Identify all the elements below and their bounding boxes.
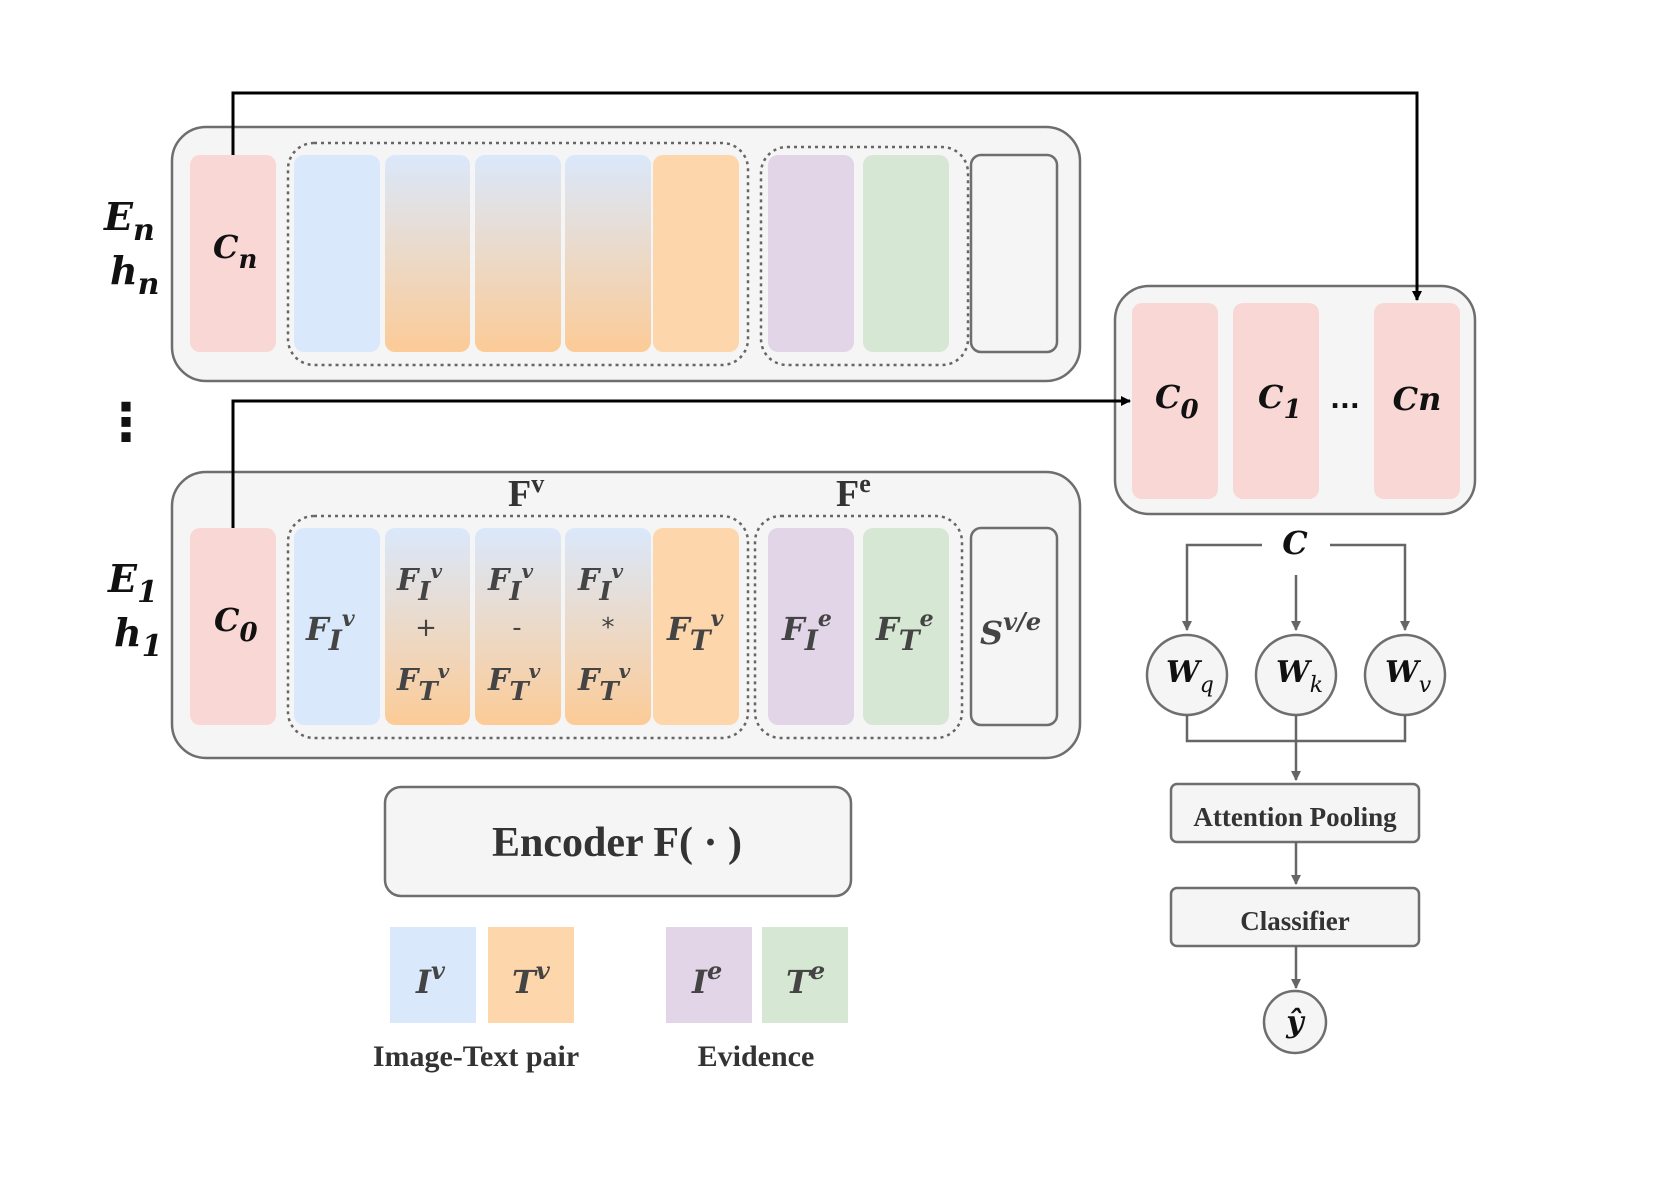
encoder-box [383, 785, 853, 898]
prod-op: * [602, 613, 615, 643]
top-layer: Cn [170, 125, 1082, 383]
E1-label: E1 [107, 556, 158, 610]
bottom-c0-cell [190, 528, 276, 725]
sum-bottom: FTv [396, 659, 450, 707]
cls-c0-cell [1132, 303, 1218, 499]
classifier-label: Classifier [1240, 906, 1349, 936]
bottom-cell-sum [385, 528, 470, 725]
bottom-cell-fie [768, 528, 854, 725]
c0-to-cls-arrow [231, 396, 1131, 528]
fie-text: FIe [781, 606, 832, 657]
bottom-c0-text: C0 [214, 601, 258, 648]
wk-text: Wk [1276, 655, 1323, 698]
cls-cn-text: Cn [1393, 380, 1442, 418]
bottom-cell-s [969, 526, 1059, 727]
top-cell-orange [653, 155, 739, 352]
top-cell-blue [294, 155, 380, 352]
bottom-cell-ftv [653, 528, 739, 725]
top-cell-empty [969, 153, 1059, 354]
top-cell-grad-2 [475, 155, 561, 352]
s-text: Sv/e [980, 607, 1041, 652]
cls-c1-text: C1 [1258, 378, 1302, 425]
c-branch-right [1330, 543, 1410, 631]
legend-evidence-label: Evidence [698, 1040, 815, 1073]
fiv-text: FIv [305, 606, 355, 657]
sum-top: FIv [396, 559, 442, 607]
cls-c-label: C [1282, 524, 1308, 562]
En-label: En [103, 194, 155, 248]
hn-label: hn [110, 248, 159, 302]
sum-op: + [415, 613, 437, 643]
ftv-text: FTv [666, 606, 724, 657]
wq-text: Wq [1166, 655, 1214, 698]
top-cn-text: Cn [213, 228, 257, 275]
fv-label: Fv [508, 469, 544, 515]
bottom-visual-group [286, 514, 750, 740]
cls-module: C0 C1 ... Cn C Wq Wk Wv Attention Poolin… [1113, 284, 1477, 1055]
top-cell-green [863, 155, 949, 352]
top-cn-cell [190, 155, 276, 352]
top-visual-group [286, 141, 750, 367]
h1-label: h1 [114, 610, 163, 664]
bottom-cell-diff [475, 528, 561, 725]
bottom-cell-fte [863, 528, 949, 725]
top-cell-grad-3 [565, 155, 651, 352]
legend-te-text: Te [786, 956, 825, 1001]
fe-label: Fe [836, 469, 871, 515]
bottom-evidence-group [753, 514, 964, 740]
legend-pair-label: Image-Text pair [373, 1040, 579, 1073]
cls-c0-text: C0 [1155, 378, 1199, 425]
top-cell-purple [768, 155, 854, 352]
fte-text: FTe [875, 606, 934, 657]
cls-ellipsis: ... [1330, 385, 1360, 415]
legend-ie-swatch [666, 927, 752, 1023]
diff-op: - [512, 613, 521, 643]
bottom-cell-prod [565, 528, 651, 725]
top-evidence-group [759, 145, 970, 367]
prod-bottom: FTv [577, 659, 631, 707]
top-cell-grad-1 [385, 155, 470, 352]
cls-c1-cell [1233, 303, 1319, 499]
legend-iv-swatch [390, 927, 476, 1023]
legend-tv-text: Tv [512, 956, 551, 1001]
legend-ie-text: Ie [691, 956, 722, 1001]
c-branch-left [1182, 543, 1262, 631]
wv-text: Wv [1385, 655, 1432, 698]
cls-cn-cell [1374, 303, 1460, 499]
encoder-label: Encoder F( · ) [492, 820, 742, 866]
attention-pooling-label: Attention Pooling [1193, 802, 1397, 832]
legend: Iv Tv Ie Te Image-Text pair Evidence [373, 927, 848, 1073]
diff-bottom: FTv [487, 659, 541, 707]
legend-te-swatch [762, 927, 848, 1023]
cn-to-cls-arrow [231, 91, 1422, 301]
legend-tv-swatch [488, 927, 574, 1023]
legend-iv-text: Iv [415, 956, 446, 1001]
bottom-layer: Fv Fe C0 FIv FIv + FTv FIv - FTv FIv * F… [170, 469, 1082, 760]
output-node [1262, 989, 1328, 1055]
prod-top: FIv [577, 559, 623, 607]
vertical-dots: ⋮ [100, 393, 152, 453]
output-yhat: ŷ [1285, 1005, 1306, 1040]
diff-top: FIv [487, 559, 533, 607]
bottom-cell-fiv [294, 528, 380, 725]
